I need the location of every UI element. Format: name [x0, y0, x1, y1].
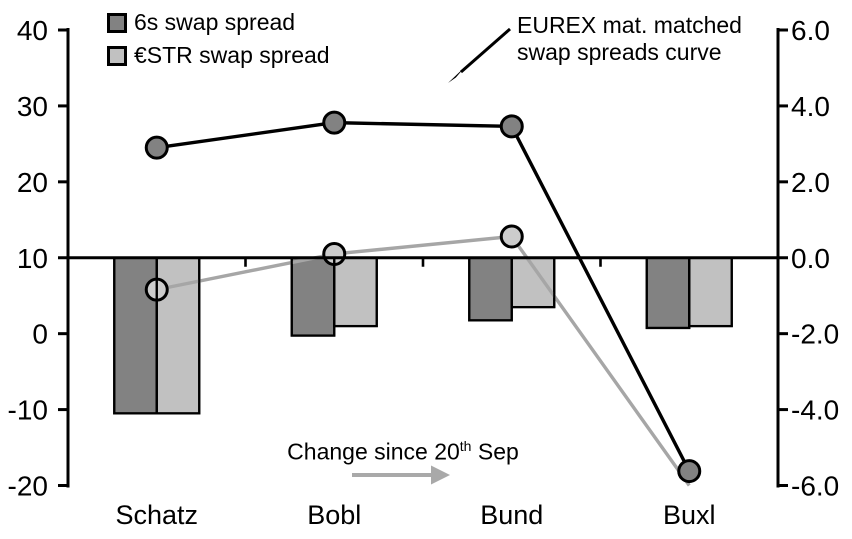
bar-estr-buxl [688, 256, 733, 328]
change-note-suffix: Sep [471, 438, 519, 465]
left-axis-tick-label: 20 [17, 167, 48, 198]
marker-6s-bund [499, 114, 524, 139]
annotation-line2: swap spreads curve [517, 39, 722, 65]
right-axis-tick-label: -4.0 [791, 395, 839, 426]
change-arrow-head-icon [431, 465, 450, 485]
line-6s [156, 120, 691, 472]
chart-legend: 6s swap spread €STR swap spread [107, 9, 330, 75]
left-axis-tick-label: 0 [32, 319, 48, 350]
bar-estr-bobl [333, 256, 378, 328]
legend-item-estr: €STR swap spread [107, 42, 330, 69]
right-axis-tick-label: -6.0 [791, 471, 839, 502]
bar-6s-bobl [290, 256, 336, 337]
annotation-arrow-line [460, 27, 511, 74]
change-note: Change since 20th Sep [278, 438, 528, 466]
legend-swatch-estr-icon [107, 45, 127, 66]
right-axis-tick-label: 0.0 [791, 243, 830, 274]
bar-6s-buxl [645, 256, 691, 330]
legend-label-6s: 6s swap spread [134, 9, 296, 35]
left-axis-tick-label: -10 [8, 395, 48, 426]
right-axis-tick-label: -2.0 [791, 319, 839, 350]
change-note-prefix: Change since 20 [287, 438, 460, 465]
annotation-arrow-head-icon [448, 66, 466, 83]
estr-line-group [144, 224, 691, 487]
category-label-bund: Bund [480, 500, 543, 530]
marker-6s-schatz [144, 135, 169, 160]
marker-6s-buxl [677, 459, 702, 484]
legend-swatch-6s-icon [107, 12, 127, 33]
left-axis-tick-label: 40 [17, 15, 48, 46]
6s-line-group [144, 110, 702, 484]
legend-label-estr: €STR swap spread [134, 42, 330, 68]
right-axis-tick-label: 2.0 [791, 167, 830, 198]
legend-item-6s: 6s swap spread [107, 9, 330, 36]
category-label-buxl: Buxl [663, 500, 716, 530]
bar-6s-bund [468, 256, 513, 322]
annotation-line1: EUREX mat. matched [517, 12, 742, 38]
category-label-bobl: Bobl [307, 500, 361, 530]
bar-outline-restroke-group [68, 256, 778, 415]
change-note-sup: th [459, 438, 472, 454]
category-label-schatz: Schatz [115, 500, 198, 530]
left-axis-tick-label: -20 [8, 471, 48, 502]
axes-group: 403020100-10-206.04.02.00.0-2.0-4.0-6.0S… [8, 15, 840, 530]
left-axis-tick-label: 10 [17, 243, 48, 274]
marker-estr-bund [499, 224, 524, 249]
left-axis-tick-label: 30 [17, 91, 48, 122]
annotation-eurex: EUREX mat. matched swap spreads curve [517, 12, 742, 66]
right-axis-tick-label: 4.0 [791, 91, 830, 122]
marker-6s-bobl [322, 110, 347, 135]
line-estr [156, 234, 691, 487]
arrows-group [352, 27, 511, 485]
right-axis-tick-label: 6.0 [791, 15, 830, 46]
